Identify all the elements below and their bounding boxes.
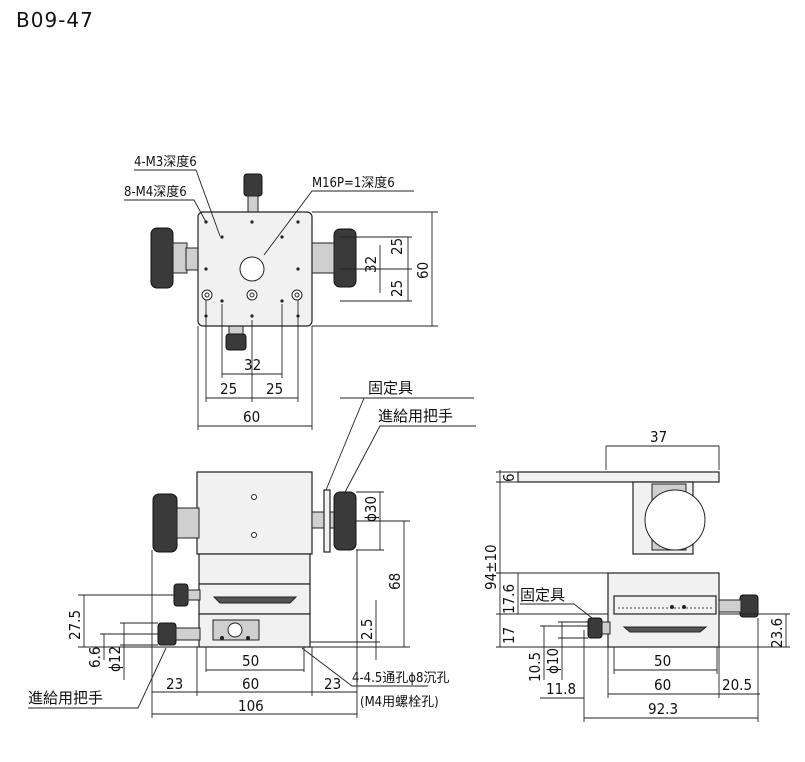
m16-thread-label: M16P=1深度6 (312, 175, 395, 191)
dim-side-phi10: ϕ10 (544, 648, 562, 674)
dim-top-60: 60 (414, 262, 432, 279)
dim-top-b25a: 25 (220, 380, 237, 398)
front-clamp-label: 固定具 (368, 379, 413, 397)
dim-top-b25b: 25 (266, 380, 283, 398)
dim-side-60: 60 (654, 676, 671, 694)
side-view (517, 471, 759, 648)
dim-front-phi30: ϕ30 (362, 496, 380, 522)
dim-front-27-5: 27.5 (66, 610, 84, 640)
mounting-hole-note: 4-4.5通孔ϕ8沉孔 (352, 671, 449, 686)
dim-front-23b: 23 (324, 675, 341, 693)
dim-front-68: 68 (386, 573, 404, 590)
dim-side-37: 37 (650, 428, 667, 446)
dim-top-b60: 60 (243, 408, 260, 426)
dim-side-10-5: 10.5 (526, 652, 544, 682)
dim-side-50: 50 (654, 652, 671, 670)
front-feed-handle-label: 進給用把手 (378, 407, 453, 425)
dim-front-50: 50 (242, 652, 259, 670)
side-clamp-label: 固定具 (520, 586, 565, 604)
dim-side-23-6: 23.6 (768, 618, 786, 648)
front-view (152, 471, 357, 648)
dim-side-20-5: 20.5 (722, 676, 752, 694)
dim-side-94: 94±10 (482, 544, 500, 590)
top-view-dimensions (124, 169, 438, 430)
dim-top-32: 32 (362, 256, 380, 273)
mounting-bolt-note: (M4用螺栓孔) (360, 695, 439, 710)
dim-side-11-8: 11.8 (546, 680, 576, 698)
dim-top-25b: 25 (388, 280, 406, 297)
product-code-title: B09-47 (16, 8, 94, 32)
side-view-dimensions (496, 445, 790, 722)
top-view (150, 173, 357, 351)
dim-front-2-5: 2.5 (358, 619, 376, 640)
dim-side-17: 17 (500, 627, 518, 644)
front-view-dimensions (28, 397, 476, 718)
dim-front-6-6: 6.6 (86, 647, 104, 668)
m3-tap-label: 4-M3深度6 (134, 154, 197, 170)
dim-front-106: 106 (238, 697, 264, 715)
bottom-feed-handle-label: 進給用把手 (28, 689, 103, 707)
dim-side-6: 6 (500, 473, 518, 482)
dim-front-phi12: ϕ12 (106, 646, 124, 672)
dim-top-25a: 25 (388, 238, 406, 255)
dim-side-17-6: 17.6 (500, 584, 518, 614)
m4-tap-label: 8-M4深度6 (124, 184, 187, 200)
dim-side-92-3: 92.3 (648, 700, 678, 718)
dim-front-60: 60 (242, 675, 259, 693)
dim-top-b32: 32 (244, 356, 261, 374)
dim-front-23a: 23 (166, 675, 183, 693)
